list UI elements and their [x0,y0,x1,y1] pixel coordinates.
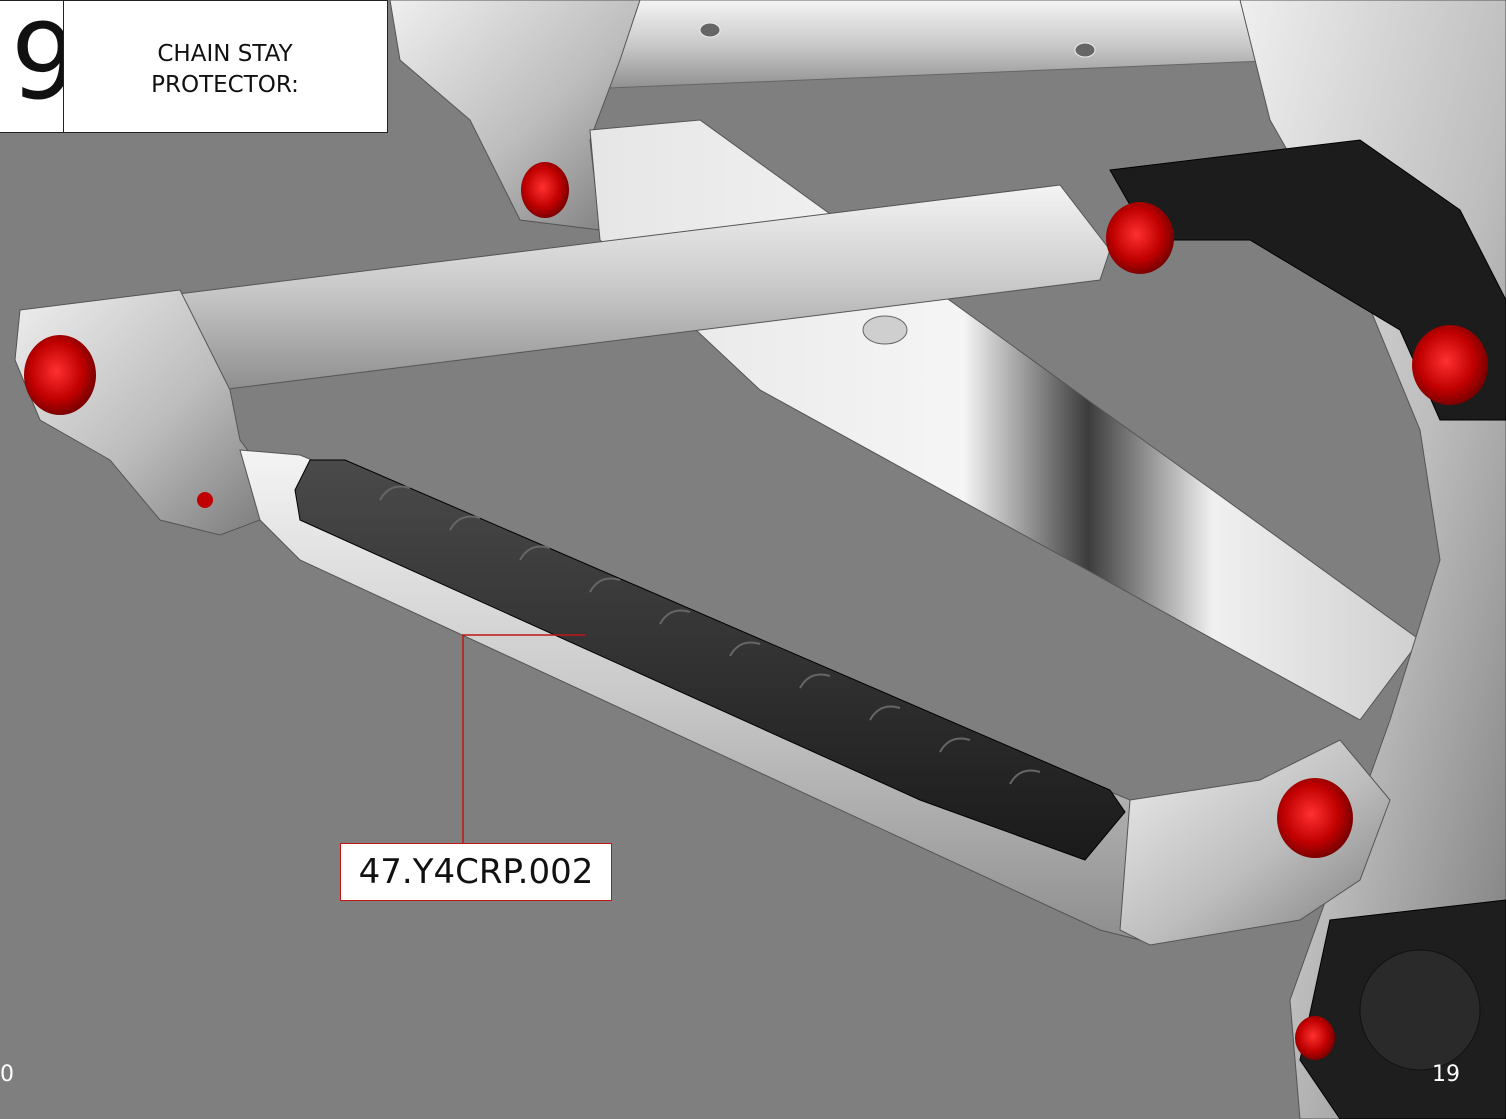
step-title: CHAIN STAY PROTECTOR: [151,41,299,98]
page-number-left: 0 [0,1062,14,1087]
step-number: 9 [11,7,63,117]
step-title-box: 9 CHAIN STAY PROTECTOR: [0,0,388,133]
step-number-cell: 9 [0,1,64,132]
page-number-right: 19 [1432,1062,1460,1087]
part-number-label: 47.Y4CRP.002 [340,843,612,901]
